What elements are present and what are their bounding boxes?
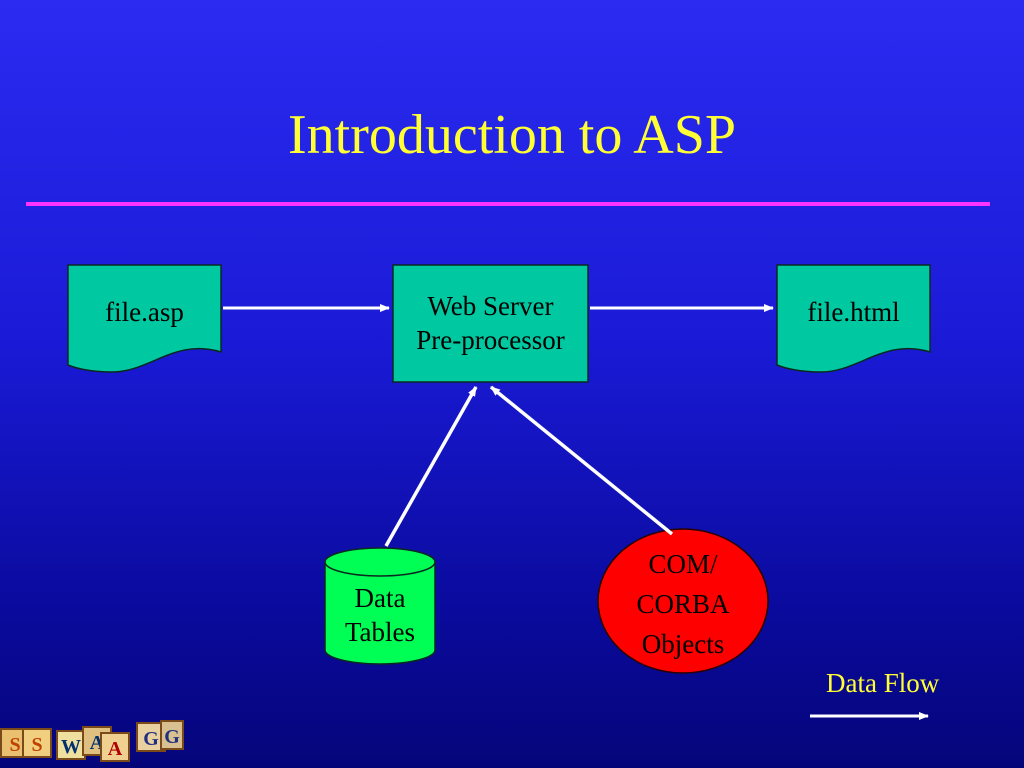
title-underline: [26, 202, 990, 206]
web-server-label: Web Server Pre-processor: [393, 289, 588, 357]
com-corba-label: COM/ CORBA Objects: [598, 544, 768, 664]
com-corba-ellipse: [597, 528, 769, 674]
data-tables-label: Data Tables: [325, 581, 435, 649]
slide-title: Introduction to ASP: [287, 104, 737, 166]
file-html-document: [776, 264, 931, 373]
file-asp-document: [67, 264, 222, 373]
logo-block: W: [56, 730, 86, 760]
data-tables-label-line2: Tables: [344, 617, 416, 647]
com-corba-label-line2: CORBA: [636, 589, 730, 619]
logo-block: G: [160, 720, 184, 750]
arrow-tables-to-server: [384, 386, 478, 547]
data-tables-cylinder: [324, 547, 436, 665]
data-tables-label-line1: Data: [354, 583, 406, 613]
com-corba-label-line1: COM/: [648, 549, 718, 579]
file-html-label: file.html: [807, 297, 900, 327]
com-corba-label-line3: Objects: [641, 629, 725, 659]
web-server-label-line2: Pre-processor: [416, 325, 565, 355]
logo-block: A: [100, 732, 130, 762]
web-server-label-line1: Web Server: [427, 291, 554, 321]
file-asp-label: file.asp: [105, 297, 184, 327]
legend-label: Data Flow: [826, 668, 940, 698]
web-server-box: [392, 264, 589, 383]
logo-block: S: [22, 728, 52, 758]
arrow-objects-to-server: [489, 385, 674, 536]
alphabet-blocks-logo-icon: S S W A A G G: [0, 718, 190, 768]
